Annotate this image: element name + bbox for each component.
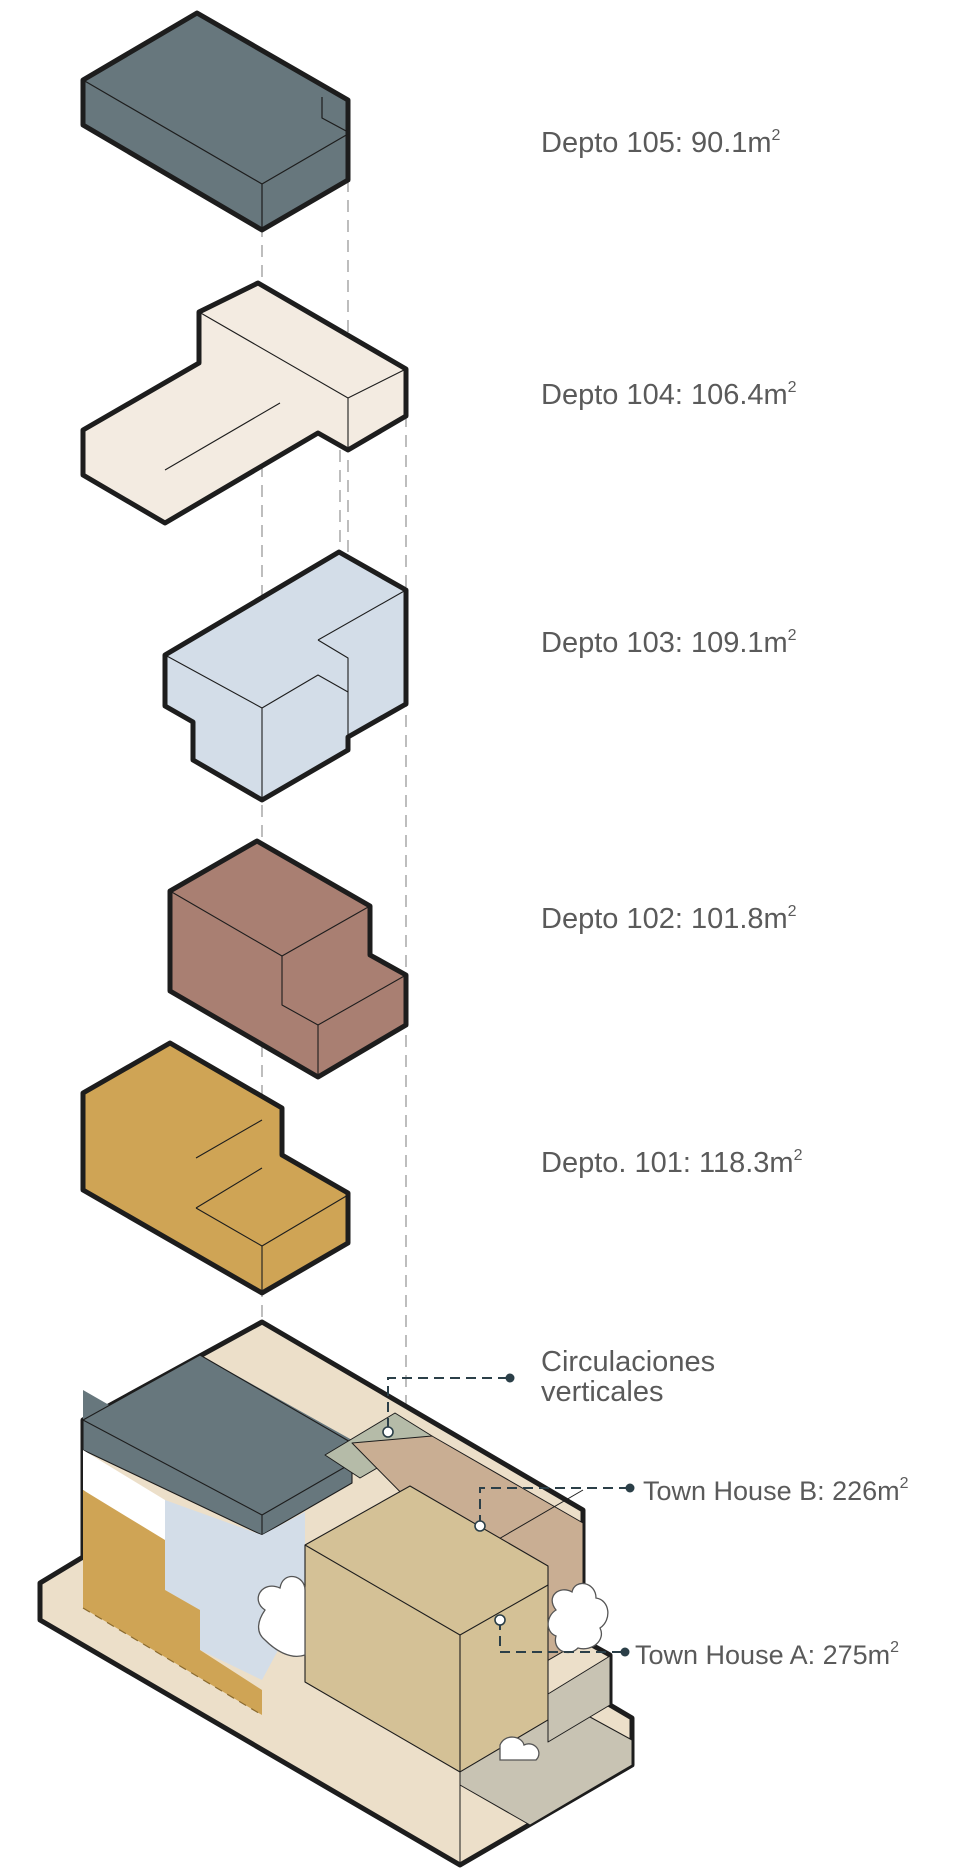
- leader-dot-icon: [382, 1373, 635, 1657]
- unit-block-depto-102: [167, 838, 409, 1080]
- label-town-house-a: Town House A: 275m2: [635, 1640, 899, 1669]
- label-circulaciones-verticales: Circulaciones verticales: [541, 1346, 761, 1408]
- tree-icon: [257, 1575, 609, 1761]
- superscript: 2: [787, 379, 797, 396]
- label-depto-102: Depto 102: 101.8m2: [541, 904, 797, 934]
- label-town-house-b-text: Town House B: 226m: [643, 1476, 900, 1506]
- superscript: 2: [890, 1639, 900, 1656]
- label-town-house-b: Town House B: 226m2: [643, 1476, 909, 1505]
- superscript: 2: [787, 627, 797, 644]
- label-depto-105-text: Depto 105: 90.1m: [541, 127, 772, 159]
- label-depto-104-text: Depto 104: 106.4m: [541, 379, 788, 411]
- superscript: 2: [787, 903, 797, 920]
- label-depto-105: Depto 105: 90.1m2: [541, 128, 780, 158]
- superscript: 2: [771, 127, 781, 144]
- label-depto-101: Depto. 101: 118.3m2: [541, 1148, 802, 1178]
- unit-block-depto-101: [80, 1040, 351, 1296]
- label-circ-line1: Circulaciones: [541, 1346, 716, 1378]
- superscript: 2: [793, 1147, 803, 1164]
- ground-level-base: [37, 1319, 635, 1868]
- label-depto-104: Depto 104: 106.4m2: [541, 380, 797, 410]
- superscript: 2: [899, 1475, 909, 1492]
- unit-block-depto-104: [80, 280, 409, 526]
- label-depto-101-text: Depto. 101: 118.3m: [541, 1147, 794, 1179]
- label-circ-line2: verticales: [541, 1375, 664, 1408]
- label-town-house-a-text: Town House A: 275m: [635, 1640, 891, 1670]
- unit-block-depto-103: [162, 549, 409, 803]
- unit-block-depto-105: [80, 10, 351, 233]
- label-depto-103-text: Depto 103: 109.1m: [541, 627, 788, 659]
- label-depto-103: Depto 103: 109.1m2: [541, 628, 797, 658]
- label-depto-102-text: Depto 102: 101.8m: [541, 903, 788, 935]
- leader-lines: [387, 1377, 628, 1653]
